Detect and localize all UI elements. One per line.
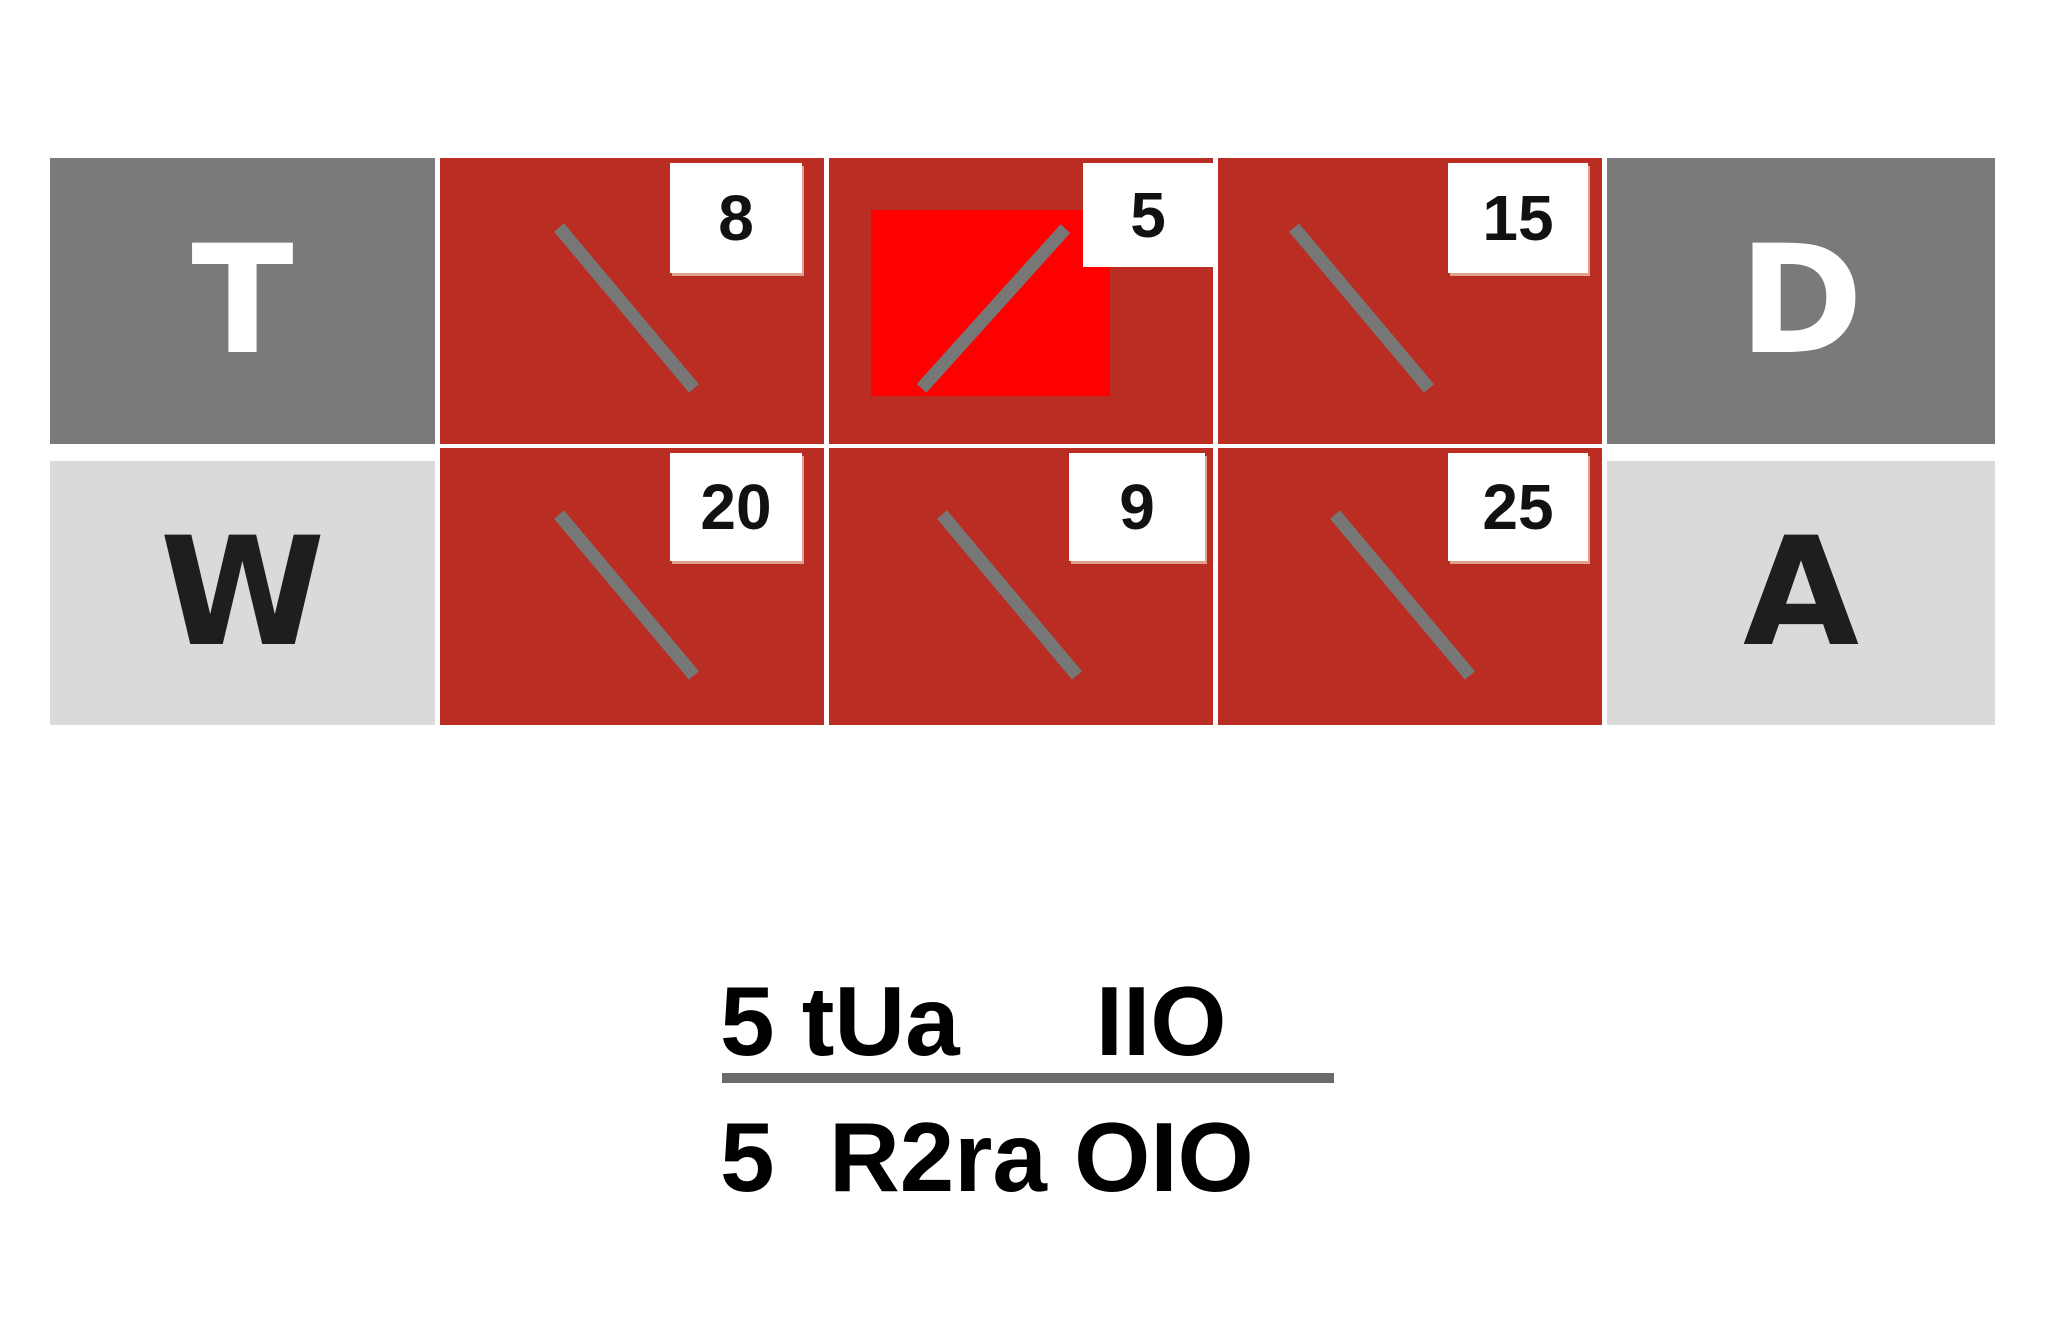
- row-label-text: T: [191, 214, 294, 388]
- cell-number-badge: 25: [1448, 453, 1588, 561]
- cell-number: 9: [1119, 471, 1155, 543]
- game-board: T W D A 8 5 15 20 9: [50, 158, 1995, 725]
- board-cell-r2c3[interactable]: 25: [1218, 448, 1602, 725]
- cell-number-badge: 15: [1448, 163, 1588, 273]
- row-label-text: W: [159, 506, 326, 680]
- row-label-text: D: [1738, 214, 1864, 388]
- board-cell-r1c1[interactable]: 8: [440, 158, 824, 444]
- caption-divider: [722, 1073, 1334, 1083]
- board-cell-r1c2-selected[interactable]: 5: [829, 158, 1213, 444]
- caption-line-2: 5 R2ra OIO: [720, 1102, 1254, 1212]
- cell-number-badge: 20: [670, 453, 802, 561]
- cell-number: 5: [1130, 179, 1166, 251]
- cell-number-badge: 5: [1083, 163, 1213, 267]
- board-cell-r2c1[interactable]: 20: [440, 448, 824, 725]
- row-label-bottom-right: A: [1607, 461, 1995, 725]
- row-label-text: A: [1742, 506, 1860, 680]
- row-label-top-right: D: [1607, 158, 1995, 444]
- cell-number: 15: [1482, 182, 1554, 254]
- cell-number: 20: [700, 471, 772, 543]
- cell-number: 8: [718, 182, 754, 254]
- row-label-bottom-left: W: [50, 461, 435, 725]
- board-cell-r2c2[interactable]: 9: [829, 448, 1213, 725]
- cell-number: 25: [1482, 471, 1554, 543]
- caption-line-1: 5 tUa IIO: [720, 966, 1227, 1076]
- board-cell-r1c3[interactable]: 15: [1218, 158, 1602, 444]
- cell-number-badge: 9: [1069, 453, 1205, 561]
- slash-icon: [937, 510, 1082, 680]
- row-label-top-left: T: [50, 158, 435, 444]
- slash-icon: [1289, 223, 1434, 393]
- cell-number-badge: 8: [670, 163, 802, 273]
